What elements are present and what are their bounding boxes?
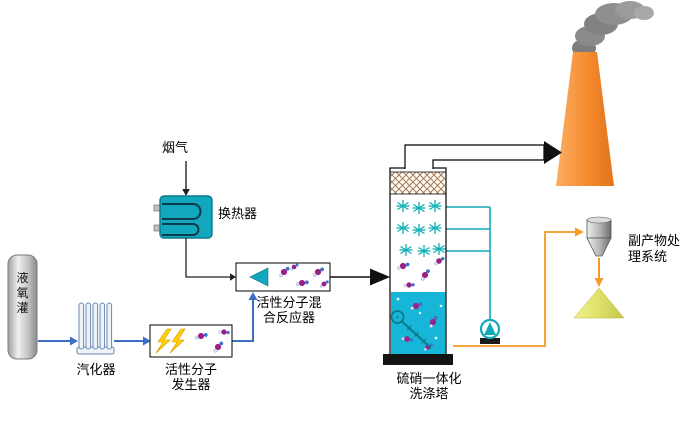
byproduct-pile-icon — [573, 287, 625, 319]
byproduct-pipe — [453, 227, 584, 347]
liquid-oxygen-tank-label: 液氧灌 — [16, 271, 29, 315]
heat-exchanger-unit — [153, 195, 213, 239]
mixing-reactor-label-line1: 活性分子混 — [256, 295, 322, 310]
hx-outlet-line — [185, 238, 236, 281]
flue-gas-arrow — [182, 161, 190, 196]
byproduct-label-line1: 副产物处 — [628, 233, 681, 248]
scrubber-tower-label-line2: 洗涤塔 — [409, 386, 449, 401]
flue-gas-label: 烟气 — [162, 140, 189, 155]
chimney — [556, 52, 614, 186]
tower-base — [383, 354, 453, 365]
recirculation-pipes — [446, 206, 491, 319]
liquid-molecule-icons — [396, 297, 443, 351]
lightning-icon — [169, 328, 186, 354]
pump-icon — [479, 318, 501, 344]
mixing-reactor-label-line2: 合反应器 — [262, 310, 315, 325]
generator-label-line2: 发生器 — [171, 377, 211, 392]
generator-label-line1: 活性分子 — [164, 362, 217, 377]
injector-cone-icon — [249, 267, 269, 287]
sparger-icon — [390, 310, 432, 349]
molecule-generator-unit — [149, 324, 233, 358]
scrubber-tower — [383, 167, 453, 365]
byproduct-label-line2: 理系统 — [628, 249, 668, 264]
scrubber-liquid — [391, 292, 446, 355]
liquid-oxygen-tank — [7, 254, 38, 360]
tower-outlet-duct — [404, 144, 545, 169]
duct-arrow-icon — [544, 141, 562, 164]
smoke-icon — [572, 1, 654, 57]
mixing-reactor-unit — [235, 262, 331, 292]
vaporizer-unit — [76, 302, 115, 355]
scrubber-tower-label-line1: 硫硝一体化 — [396, 371, 462, 386]
lightning-icon — [155, 328, 172, 354]
oxygen-flow-arrows — [38, 292, 258, 346]
vaporizer-label: 汽化器 — [76, 362, 116, 377]
byproduct-funnel-icon — [586, 216, 612, 287]
reactor-outlet-line — [330, 268, 390, 286]
heat-exchanger-label: 换热器 — [218, 206, 258, 221]
